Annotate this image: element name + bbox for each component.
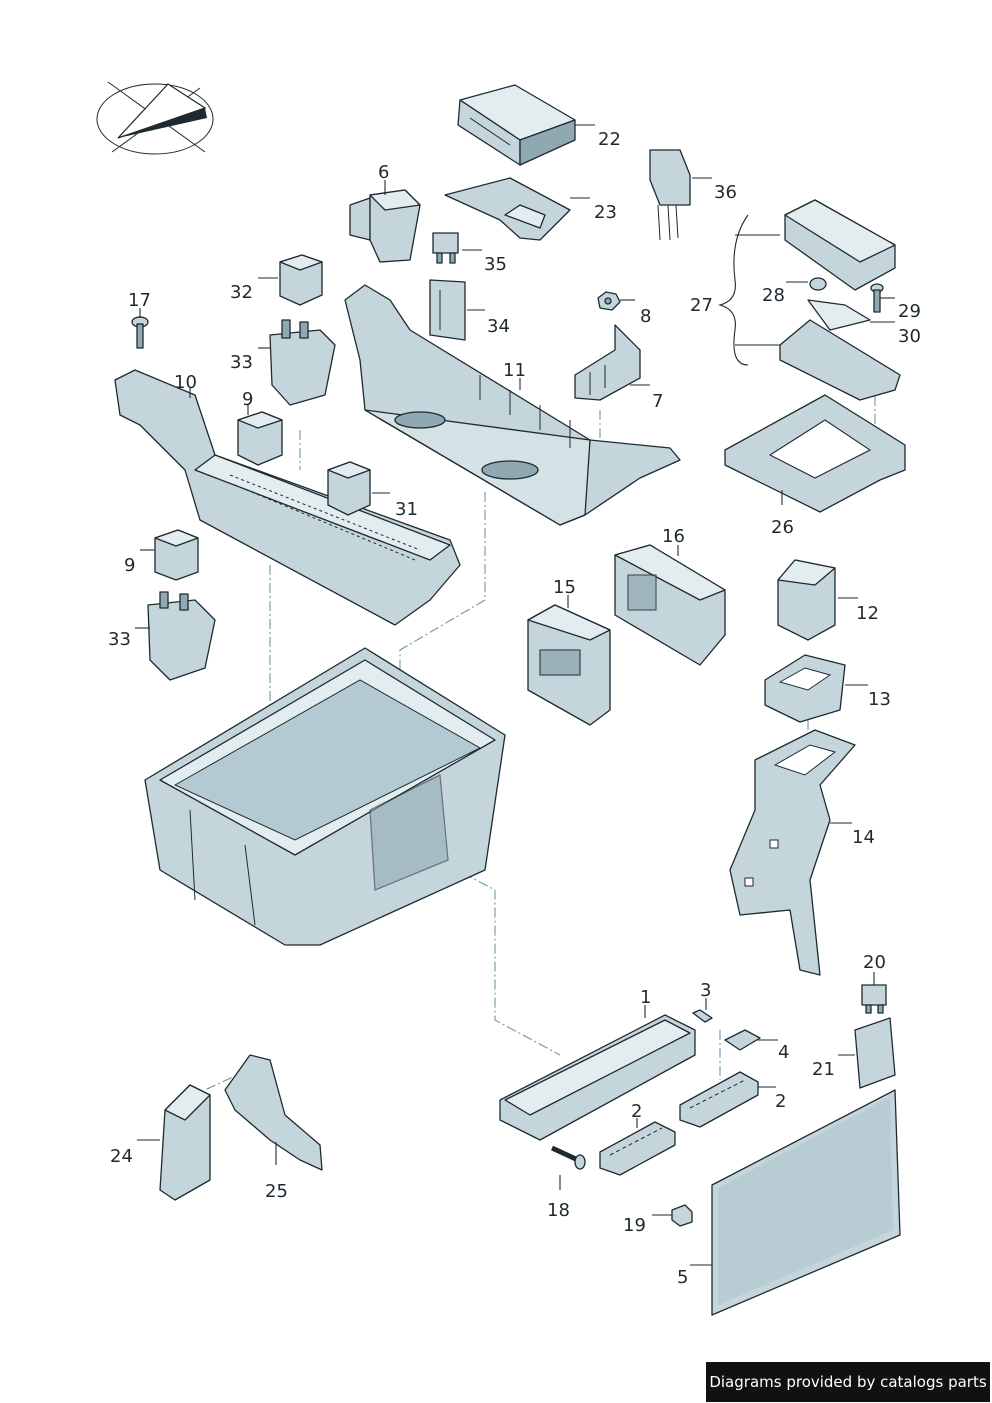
part-22-control-unit xyxy=(457,84,576,166)
part-23-bracket-plate xyxy=(444,177,571,241)
callout-labels: 22 23 36 6 35 34 32 33 17 10 11 8 7 9 31… xyxy=(108,129,921,1288)
part-12-relay-module xyxy=(777,559,836,641)
part-6-relay-holder xyxy=(349,189,421,263)
orientation-compass-icon xyxy=(96,81,214,155)
footer-credit: Diagrams provided by catalogs parts xyxy=(706,1362,990,1402)
callout-7: 7 xyxy=(652,391,663,412)
part-20-fuse xyxy=(861,984,887,1014)
part-27-cover xyxy=(784,199,896,291)
electronics-box-tray xyxy=(144,647,506,946)
callout-18: 18 xyxy=(547,1200,570,1221)
callout-19: 19 xyxy=(623,1215,646,1236)
callout-35: 35 xyxy=(484,254,507,275)
callout-31: 31 xyxy=(395,499,418,520)
part-33-relay-socket-lower xyxy=(147,591,216,681)
part-10-relay-carrier xyxy=(114,369,461,626)
callout-3: 3 xyxy=(700,980,711,1001)
part-30-fuse-base xyxy=(779,299,901,401)
callout-21: 21 xyxy=(812,1059,835,1080)
part-21-fuse-holder xyxy=(854,1017,896,1089)
callout-20: 20 xyxy=(863,952,886,973)
leader-lines xyxy=(135,124,895,1266)
part-15-control-unit xyxy=(527,604,611,726)
part-9-relay-lower xyxy=(154,529,199,581)
callout-25: 25 xyxy=(265,1181,288,1202)
part-1-mounting-rail xyxy=(499,1014,696,1141)
callout-17: 17 xyxy=(128,290,151,311)
callout-15: 15 xyxy=(553,577,576,598)
part-36-connector xyxy=(649,149,691,241)
part-29-bolt xyxy=(870,283,884,313)
callout-33-upper: 33 xyxy=(230,352,253,373)
part-33-relay-socket-upper xyxy=(269,319,336,406)
part-35-fuse xyxy=(432,232,459,264)
callout-1: 1 xyxy=(640,987,651,1008)
callout-5: 5 xyxy=(677,1267,688,1288)
part-32-relay xyxy=(279,254,323,306)
part-17-screw xyxy=(131,316,149,349)
callout-9-lower: 9 xyxy=(124,555,135,576)
callout-6: 6 xyxy=(378,162,389,183)
part-16-control-unit xyxy=(614,544,726,666)
callout-26: 26 xyxy=(771,517,794,538)
callout-32: 32 xyxy=(230,282,253,303)
callout-4: 4 xyxy=(778,1042,789,1063)
callout-36: 36 xyxy=(714,182,737,203)
callout-30: 30 xyxy=(898,326,921,347)
part-19-clip xyxy=(671,1204,693,1227)
callout-33-lower: 33 xyxy=(108,629,131,650)
callout-22: 22 xyxy=(598,129,621,150)
part-2-terminal-block-left xyxy=(599,1121,676,1176)
part-28-nut xyxy=(809,277,827,291)
part-3-pin xyxy=(692,1009,713,1023)
part-34-fuse-holder xyxy=(429,279,466,341)
part-31-relay xyxy=(327,461,371,516)
callout-13: 13 xyxy=(868,689,891,710)
callout-2-right: 2 xyxy=(775,1091,786,1112)
part-9-relay-upper xyxy=(237,411,283,466)
callout-34: 34 xyxy=(487,316,510,337)
bracket-27-icon xyxy=(717,214,780,366)
part-14-bracket xyxy=(729,729,856,976)
part-18-screw xyxy=(550,1145,586,1170)
callout-27: 27 xyxy=(690,295,713,316)
callout-10: 10 xyxy=(174,372,197,393)
part-4-bridge xyxy=(724,1029,761,1051)
part-11-carrier-frame xyxy=(344,284,681,526)
part-8-nut xyxy=(597,291,621,311)
part-26-mounting-plate xyxy=(724,394,906,513)
callout-9-upper: 9 xyxy=(242,389,253,410)
part-7-holder-clip xyxy=(574,324,641,401)
callout-16: 16 xyxy=(662,526,685,547)
callout-28: 28 xyxy=(762,285,785,306)
part-25-bracket xyxy=(224,1054,323,1171)
callout-29: 29 xyxy=(898,301,921,322)
callout-8: 8 xyxy=(640,306,651,327)
callout-11: 11 xyxy=(503,360,526,381)
part-24-relay xyxy=(159,1084,211,1201)
callout-24: 24 xyxy=(110,1146,133,1167)
part-13-relay-holder xyxy=(764,654,846,723)
callout-14: 14 xyxy=(852,827,875,848)
part-2-terminal-block-right xyxy=(679,1071,759,1128)
part-5-cover-panel xyxy=(711,1089,901,1316)
callout-23: 23 xyxy=(594,202,617,223)
callout-2-left: 2 xyxy=(631,1101,642,1122)
callout-12: 12 xyxy=(856,603,879,624)
